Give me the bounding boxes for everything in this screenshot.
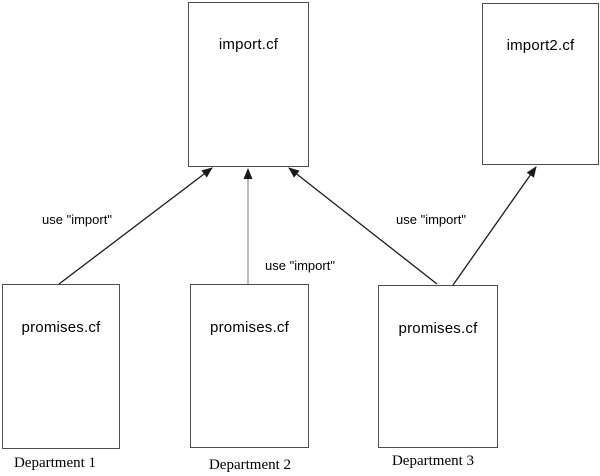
edge-label-use-import-left: use "import" (42, 212, 112, 227)
node-import-cf: import.cf (188, 2, 309, 167)
node-import2-cf: import2.cf (482, 3, 599, 165)
node-label-promises-cf-dept1: promises.cf (21, 319, 101, 336)
edge-label-use-import-middle: use "import" (265, 258, 335, 273)
node-label-promises-cf-dept3: promises.cf (398, 320, 478, 337)
node-promises-cf-dept3: promises.cf (378, 285, 498, 448)
edge-label-use-import-right: use "import" (396, 212, 466, 227)
node-label-import-cf: import.cf (218, 36, 279, 53)
caption-department-3: Department 3 (391, 453, 475, 469)
node-label-import2-cf: import2.cf (506, 37, 575, 54)
caption-department-1: Department 1 (13, 455, 97, 471)
node-promises-cf-dept1: promises.cf (2, 284, 120, 449)
node-label-promises-cf-dept2: promises.cf (210, 319, 289, 336)
node-promises-cf-dept2: promises.cf (190, 284, 309, 448)
caption-department-2: Department 2 (208, 457, 292, 473)
